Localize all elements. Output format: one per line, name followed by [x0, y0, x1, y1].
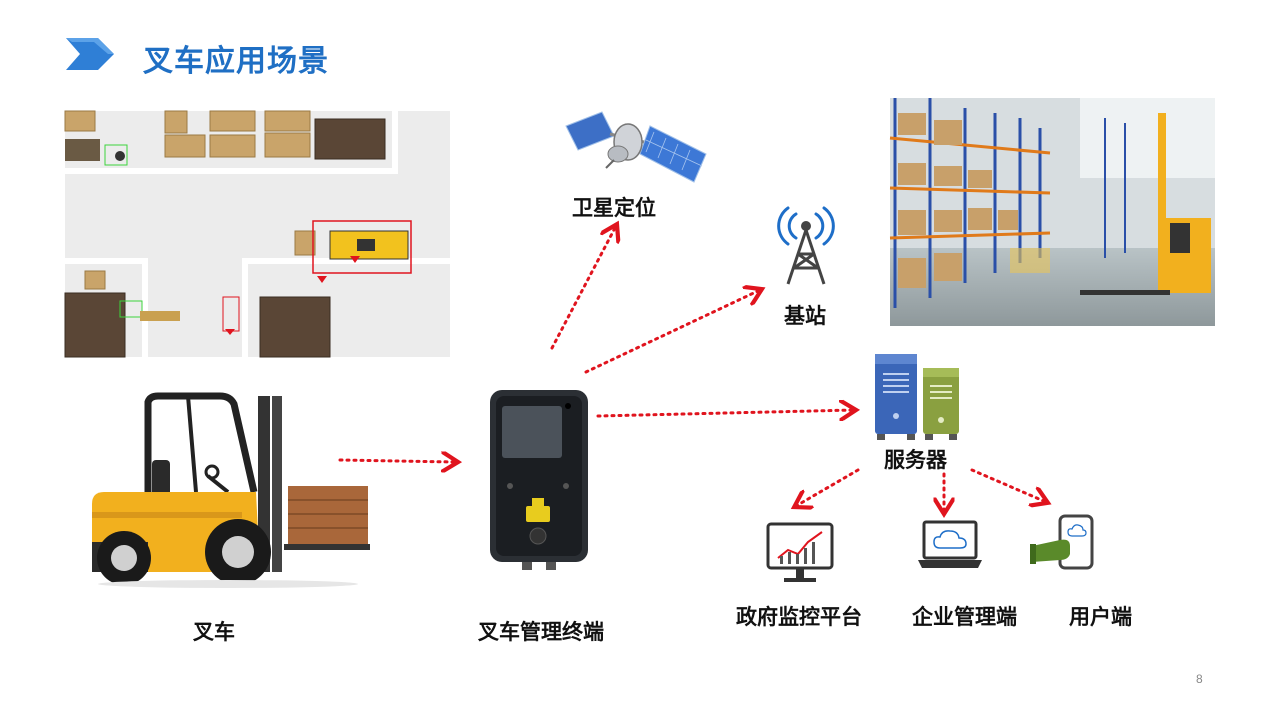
- arrow-server-gov: [796, 468, 860, 506]
- arrow-terminal-basestation: [584, 290, 760, 374]
- page-number: 8: [1196, 672, 1203, 686]
- server-icon: [875, 354, 959, 440]
- arrow-terminal-satellite: [550, 226, 616, 350]
- arrow-server-user: [970, 468, 1046, 502]
- base-station-icon: [777, 206, 835, 285]
- enterprise-label: 企业管理端: [912, 605, 1017, 629]
- laptop-cloud-icon: [918, 520, 982, 568]
- arrow-forklift-terminal: [338, 460, 456, 462]
- title-chevron-icon: [66, 38, 114, 70]
- warehouse-topdown-image: [64, 110, 450, 358]
- phone-hand-icon: [1030, 514, 1094, 570]
- forklift-label: 叉车: [193, 620, 235, 644]
- terminal-label: 叉车管理终端: [478, 620, 604, 644]
- terminal-device-image: [490, 390, 588, 570]
- satellite-icon: [565, 111, 707, 183]
- gov-platform-label: 政府监控平台: [736, 605, 862, 629]
- monitor-chart-icon: [766, 522, 834, 582]
- warehouse-interior-image: [889, 98, 1215, 326]
- server-label: 服务器: [884, 448, 947, 472]
- satellite-label: 卫星定位: [572, 196, 656, 220]
- slide-title: 叉车应用场景: [143, 44, 329, 79]
- forklift-image: [92, 392, 370, 588]
- base-station-label: 基站: [784, 304, 826, 328]
- user-label: 用户端: [1069, 605, 1132, 629]
- arrow-terminal-server: [596, 410, 854, 416]
